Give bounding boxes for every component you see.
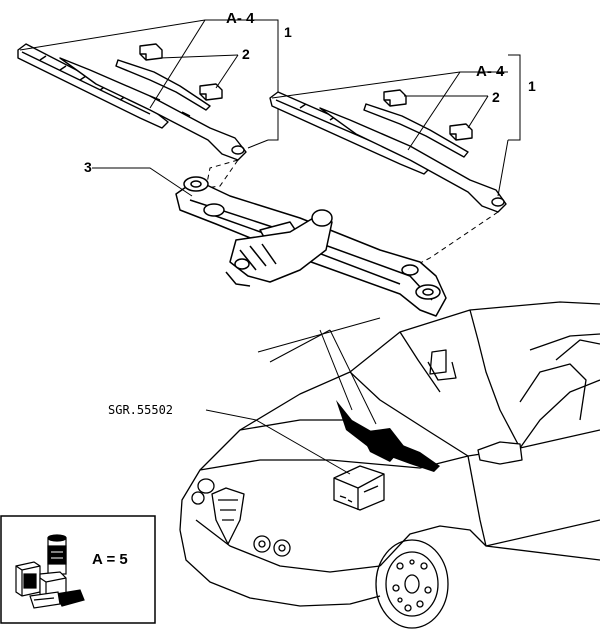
callout-num-1-right: 1 [528, 78, 536, 94]
callout-control-unit-code: SGR.55502 [108, 403, 173, 417]
wiper-blade-right [269, 91, 431, 175]
rubber-pad-icon [449, 123, 473, 141]
front-wheel [375, 539, 449, 629]
callout-num-1-top: 1 [284, 24, 292, 40]
headlight-right-1 [253, 535, 271, 553]
callout-kit-a4-right: A- 4 [476, 63, 505, 80]
callout-num-2-top: 2 [242, 46, 250, 62]
wiper-arm-left [59, 57, 247, 161]
blade-insert-left [115, 59, 211, 111]
side-mirror [477, 441, 523, 465]
callout-group-right [271, 54, 521, 197]
blade-insert-right [363, 103, 469, 158]
rubber-pad-icon [383, 89, 407, 107]
legend-label: A = 5 [92, 551, 128, 568]
installed-linkage-highlight [336, 400, 440, 472]
legend-box: A = 5 [0, 515, 156, 624]
callout-kit-a4-top: A- 4 [226, 10, 255, 27]
rubber-pad-icon [199, 83, 223, 101]
headlight-left-1 [197, 478, 215, 494]
callout-group-top [19, 19, 279, 149]
callout-num-3: 3 [84, 159, 92, 175]
car-outline [179, 301, 600, 629]
wiper-linkage-motor [175, 176, 447, 317]
control-unit [333, 465, 385, 511]
callout-num-2-right: 2 [492, 89, 500, 105]
grille-shield [211, 487, 245, 545]
wiper-assembly-right [269, 89, 507, 213]
rubber-pad-icon [139, 43, 163, 61]
wiper-assembly-left [17, 43, 247, 161]
wiper-arm-right [319, 107, 507, 213]
fluid-can-icon [15, 534, 85, 609]
